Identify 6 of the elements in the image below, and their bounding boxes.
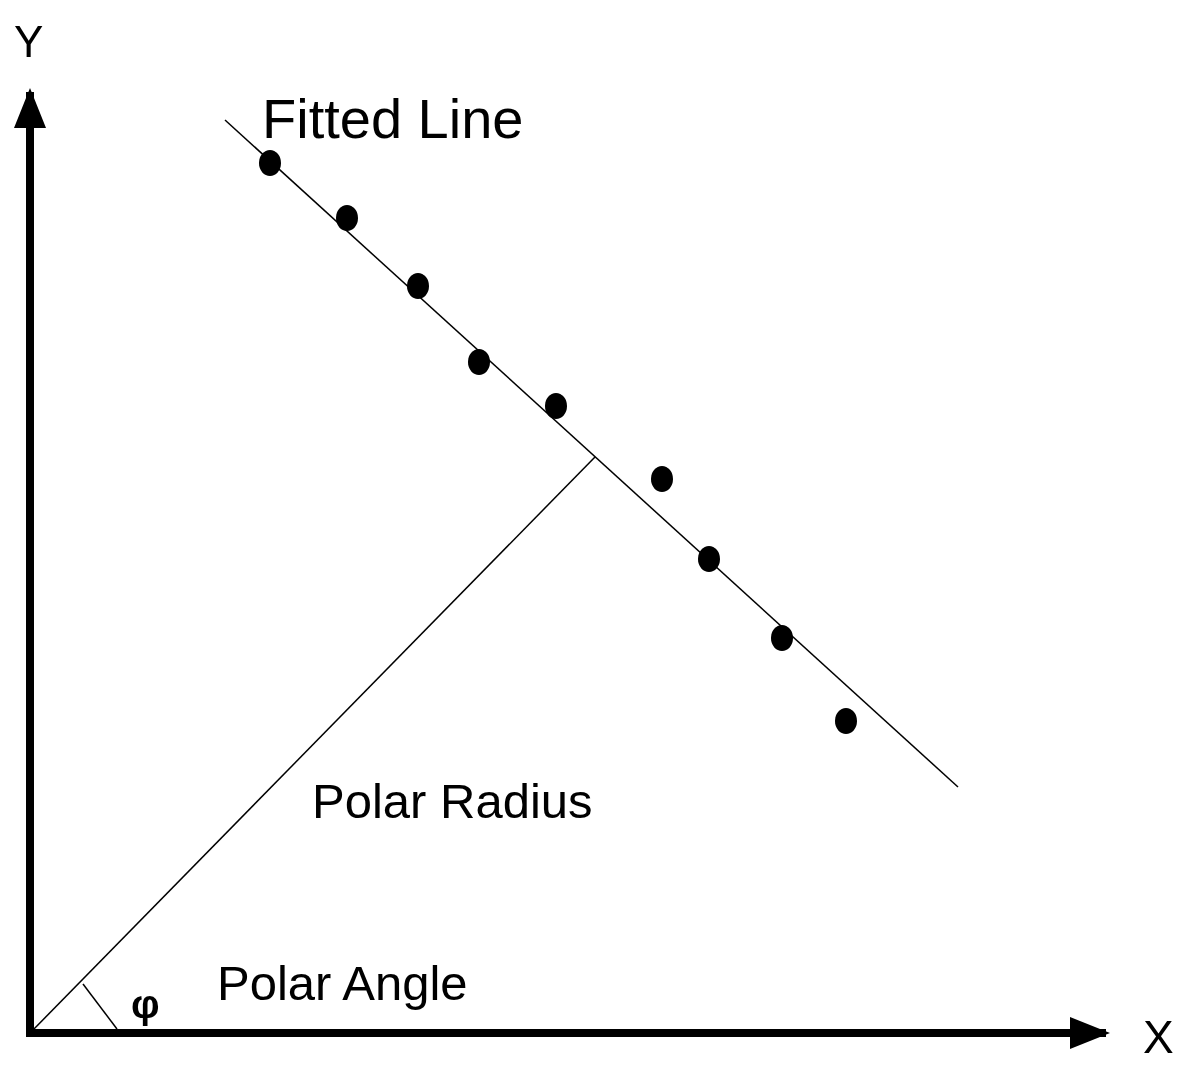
angle-label: Polar Angle — [217, 959, 468, 1009]
angle-symbol: φ — [131, 983, 160, 1024]
axis-label: Y — [14, 20, 44, 65]
radius-label: Polar Radius — [312, 777, 593, 827]
axis-label: X — [1143, 1013, 1174, 1060]
line-label: Fitted Line — [262, 90, 524, 147]
